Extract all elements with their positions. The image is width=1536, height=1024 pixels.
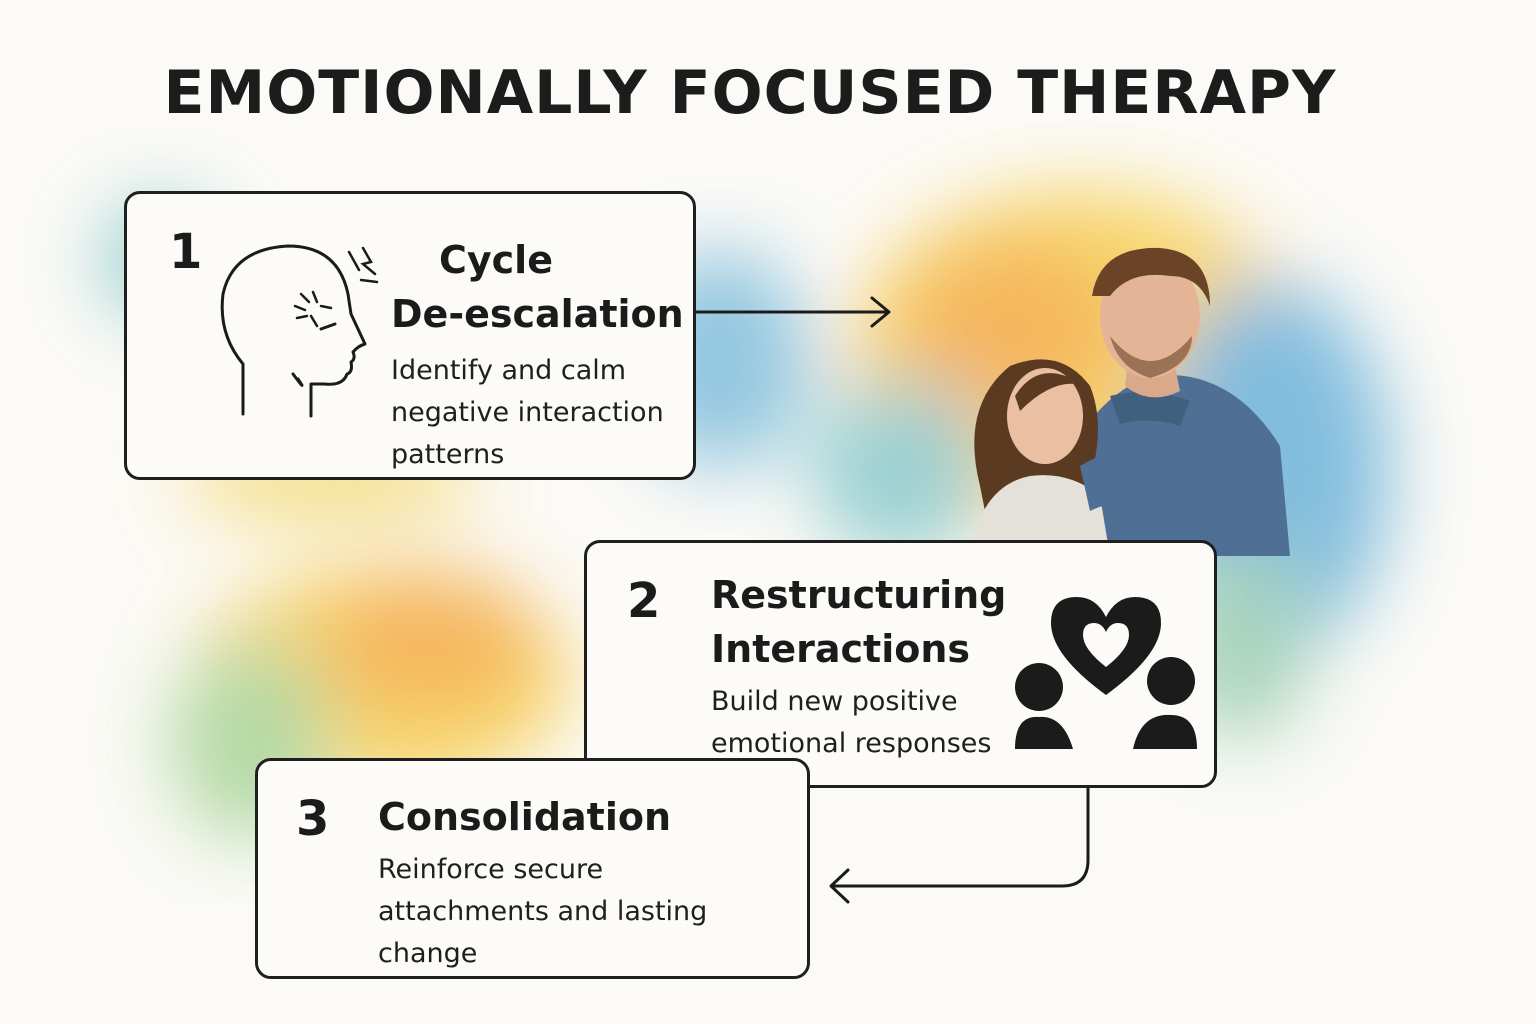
step-description: Build new positive emotional responses bbox=[711, 681, 991, 765]
step-card-consolidation: 3 Consolidation Reinforce secure attachm… bbox=[255, 758, 810, 979]
stressed-head-icon bbox=[220, 244, 379, 418]
arrow-step3-head bbox=[829, 868, 850, 904]
description-line: negative interaction bbox=[391, 397, 664, 428]
page-title: EMOTIONALLY FOCUSED THERAPY bbox=[163, 58, 1337, 128]
description-line: patterns bbox=[391, 439, 505, 470]
two-people-heart-icon bbox=[1015, 597, 1197, 749]
step-description: Identify and calm negative interaction p… bbox=[391, 350, 664, 476]
step-heading-line-2: Interactions bbox=[711, 627, 971, 671]
step-number: 2 bbox=[627, 573, 661, 629]
step-heading-line-1: Restructuring bbox=[711, 573, 1007, 617]
description-line: Identify and calm bbox=[391, 355, 627, 386]
description-line: Build new positive bbox=[711, 686, 958, 717]
arrow-to-couple-head bbox=[870, 296, 891, 328]
arrow-step2-to-step3 bbox=[832, 788, 1090, 888]
step-description: Reinforce secure attachments and lasting… bbox=[378, 849, 707, 975]
description-line: emotional responses bbox=[711, 728, 992, 759]
step-heading-line-1: Consolidation bbox=[378, 795, 672, 839]
step-number: 3 bbox=[296, 791, 330, 847]
description-line: Reinforce secure bbox=[378, 854, 604, 885]
step-heading-line-2: De-escalation bbox=[391, 292, 684, 336]
step-card-restructuring-interactions: 2 Restructuring Interactions Build new p… bbox=[584, 540, 1217, 788]
description-line: attachments and lasting bbox=[378, 896, 708, 927]
description-line: change bbox=[378, 938, 478, 969]
step-heading-line-1: Cycle bbox=[439, 238, 553, 282]
step-card-cycle-de-escalation: 1 Cycle De-escalation Identify and calm … bbox=[124, 191, 696, 480]
step-number: 1 bbox=[169, 224, 203, 280]
embracing-couple-illustration bbox=[970, 247, 1290, 556]
